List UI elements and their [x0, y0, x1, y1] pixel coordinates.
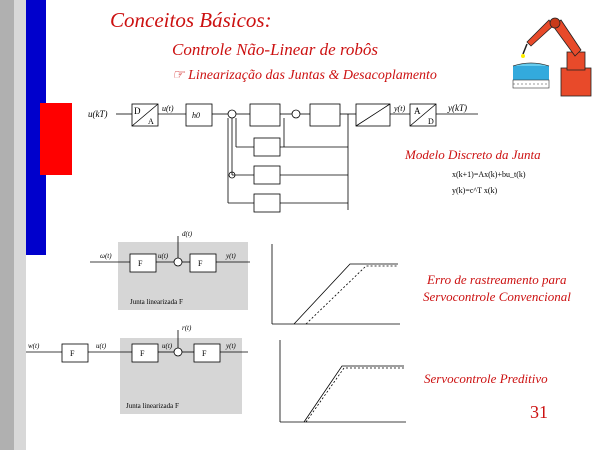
pred-block-left: F	[140, 349, 145, 358]
ad-sub: D	[428, 117, 434, 126]
ad-label: A	[414, 106, 421, 116]
pred-block-right: F	[202, 349, 207, 358]
slide-subtitle: Controle Não-Linear de robôs	[172, 40, 379, 59]
conv-out-label: y(t)	[225, 252, 236, 260]
pred-block-pre: F	[70, 349, 75, 358]
pred-mid-label: u(t)	[96, 342, 107, 350]
input-label: u(kT)	[88, 109, 108, 119]
diagram2-caption-1: Erro de rastreamento para	[427, 272, 567, 287]
side-bar-grey-light	[14, 0, 26, 450]
hand-pointer-icon: ☞	[172, 68, 185, 83]
slide-bullet-text: Linearização das Juntas & Desacoplamento	[188, 68, 437, 83]
diagram2-caption-2: Servocontrole Convencional	[423, 289, 571, 304]
pred-joint-label: Junta linearizada F	[126, 402, 179, 410]
slide-title: Conceitos Básicos:	[110, 8, 272, 32]
diagram1-caption: Modelo Discreto da Junta	[405, 147, 541, 162]
conv-dist-label: d(t)	[182, 230, 193, 238]
output-label: y(kT)	[447, 103, 467, 113]
conventional-servo-diagram: ω(t) d(t) u(t) y(t) F F Junta linearizad…	[90, 230, 250, 310]
u-label: u(t)	[162, 104, 174, 113]
pred-dist-label: r(t)	[182, 324, 192, 332]
slide-bullet: ☞ Linearização das Juntas & Desacoplamen…	[172, 67, 437, 84]
pred-out-label: y(t)	[225, 342, 236, 350]
da-sub: A	[148, 117, 154, 126]
conventional-tracking-plot	[271, 244, 400, 325]
zoh-label: h0	[192, 111, 200, 120]
pred-in-label: w(t)	[28, 342, 40, 350]
pred-mid2-label: u(t)	[162, 342, 173, 350]
conv-block-right: F	[198, 259, 203, 268]
state-equation: x(k+1)=Ax(k)+bu_t(k)	[452, 170, 526, 179]
diagram3-caption: Servocontrole Preditivo	[424, 371, 548, 386]
conv-block-left: F	[138, 259, 143, 268]
y-label: y(t)	[393, 104, 405, 113]
output-equation: y(k)=c^T x(k)	[452, 186, 498, 195]
predictive-tracking-plot	[279, 340, 406, 423]
conv-joint-label: Junta linearizada F	[130, 298, 183, 306]
side-bar-red	[40, 103, 72, 175]
side-bar-grey	[0, 0, 14, 450]
predictive-servo-diagram: w(t) r(t) u(t) u(t) y(t) F F F Junta lin…	[26, 324, 248, 414]
da-label: D	[134, 106, 141, 116]
conv-mid-label: u(t)	[158, 252, 169, 260]
side-bar-blue	[26, 0, 46, 255]
conv-in-label: ω(t)	[100, 252, 112, 260]
page-number: 31	[530, 402, 548, 422]
robot-arm-icon	[512, 17, 592, 97]
joint-block-diagram: u(kT) D A u(t) h0 y(t) A D y(kT)	[88, 103, 478, 213]
